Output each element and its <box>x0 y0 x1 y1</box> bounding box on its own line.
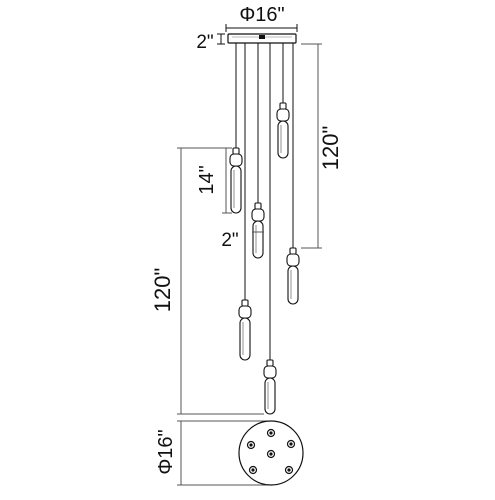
pendant-2 <box>251 202 265 259</box>
left-drop-label: 120" <box>150 268 175 313</box>
cables <box>235 43 294 360</box>
plan-view <box>238 420 304 486</box>
dimension-lines <box>177 43 322 486</box>
pendant-6 <box>263 359 277 415</box>
pendant-5 <box>238 299 252 361</box>
canopy <box>217 24 298 45</box>
pendant-height-label: 14" <box>196 165 218 194</box>
canopy-diameter-label: Φ16" <box>239 4 284 26</box>
pendant-4 <box>286 247 300 305</box>
pendant-width-label: 2" <box>221 230 238 251</box>
pendant-1 <box>229 147 243 214</box>
plan-diameter-label: Φ16" <box>155 429 177 474</box>
pendant-3 <box>276 102 290 159</box>
canopy-height-label: 2" <box>196 32 213 53</box>
plan-view-pendant-dots <box>246 428 296 475</box>
right-drop-label: 120" <box>318 126 343 171</box>
canopy-screw <box>259 35 265 39</box>
